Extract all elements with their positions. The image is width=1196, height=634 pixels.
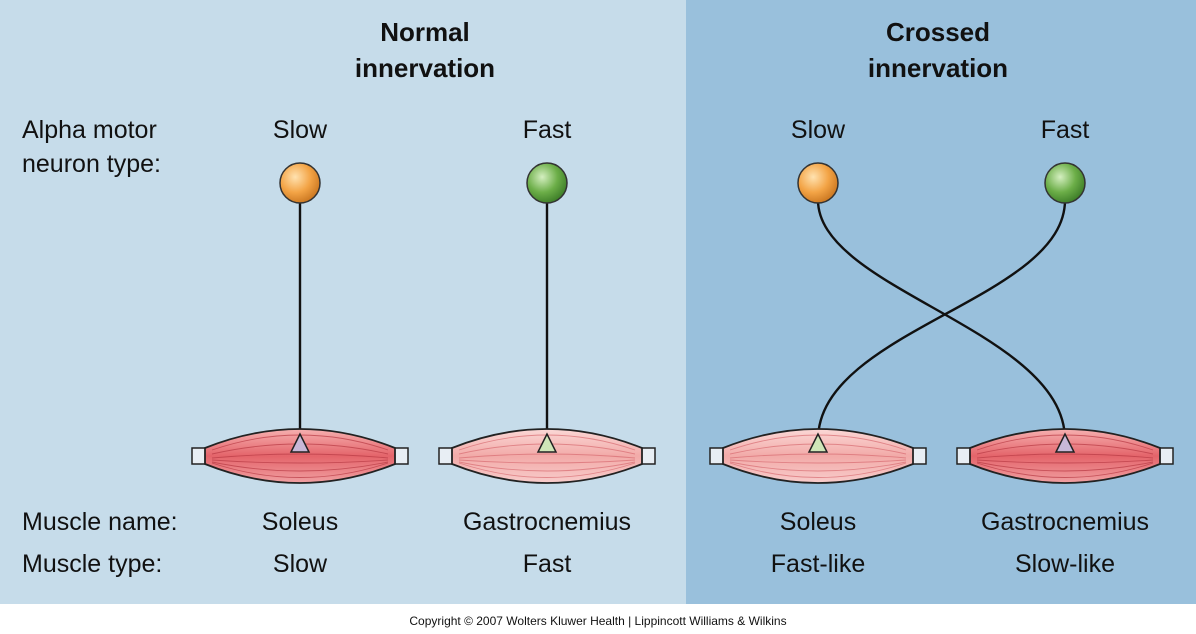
crossed-title-line1: Crossed xyxy=(885,17,991,47)
crossed-muscle-type-soleus: Fast-like xyxy=(770,550,866,578)
normal-neuron-type-slow: Slow xyxy=(272,116,328,144)
neuron-type-row-label: Alpha motor neuron type: xyxy=(22,113,161,181)
crossed-title-line2: innervation xyxy=(867,53,1009,83)
crossed-gastrocnemius-endplate xyxy=(1054,432,1076,453)
crossed-innervation-panel xyxy=(686,0,1196,604)
neuron-type-label-line2: neuron type: xyxy=(22,150,161,178)
normal-title-line2: innervation xyxy=(354,53,496,83)
muscle-type-row-label: Muscle type: xyxy=(22,550,163,578)
normal-muscle-type-gastrocnemius: Fast xyxy=(522,550,572,578)
crossed-fast-axon xyxy=(816,199,1067,441)
muscle-name-row-label: Muscle name: xyxy=(22,508,178,536)
crossed-neuron-type-slow: Slow xyxy=(790,116,846,144)
crossed-muscle-name-soleus: Soleus xyxy=(779,508,857,536)
normal-muscle-type-soleus: Slow xyxy=(272,550,328,578)
crossed-neuron-type-fast: Fast xyxy=(1040,116,1090,144)
crossed-muscle-name-gastrocnemius: Gastrocnemius xyxy=(980,508,1150,536)
crossed-soleus-muscle xyxy=(709,428,927,484)
crossed-slow-neuron xyxy=(797,162,839,204)
crossed-fast-neuron xyxy=(1044,162,1086,204)
crossed-slow-axon xyxy=(816,199,1067,441)
crossed-soleus-endplate xyxy=(807,432,829,453)
normal-title-line1: Normal xyxy=(380,17,470,47)
normal-soleus-muscle xyxy=(191,428,409,484)
normal-fast-neuron xyxy=(526,162,568,204)
normal-soleus-endplate xyxy=(289,432,311,453)
normal-gastrocnemius-muscle xyxy=(438,428,656,484)
normal-innervation-title: Normal innervation xyxy=(305,14,545,86)
neuron-type-label-line1: Alpha motor xyxy=(22,116,157,144)
diagram-art xyxy=(191,162,1174,484)
normal-gastrocnemius-endplate xyxy=(536,432,558,453)
crossed-muscle-type-gastrocnemius: Slow-like xyxy=(1014,550,1116,578)
crossed-innervation-title: Crossed innervation xyxy=(818,14,1058,86)
normal-innervation-panel xyxy=(0,0,686,604)
copyright-notice: Copyright © 2007 Wolters Kluwer Health |… xyxy=(409,614,787,628)
crossed-gastrocnemius-muscle xyxy=(956,428,1174,484)
normal-muscle-name-gastrocnemius: Gastrocnemius xyxy=(462,508,632,536)
normal-muscle-name-soleus: Soleus xyxy=(261,508,339,536)
normal-slow-neuron xyxy=(279,162,321,204)
normal-neuron-type-fast: Fast xyxy=(522,116,572,144)
